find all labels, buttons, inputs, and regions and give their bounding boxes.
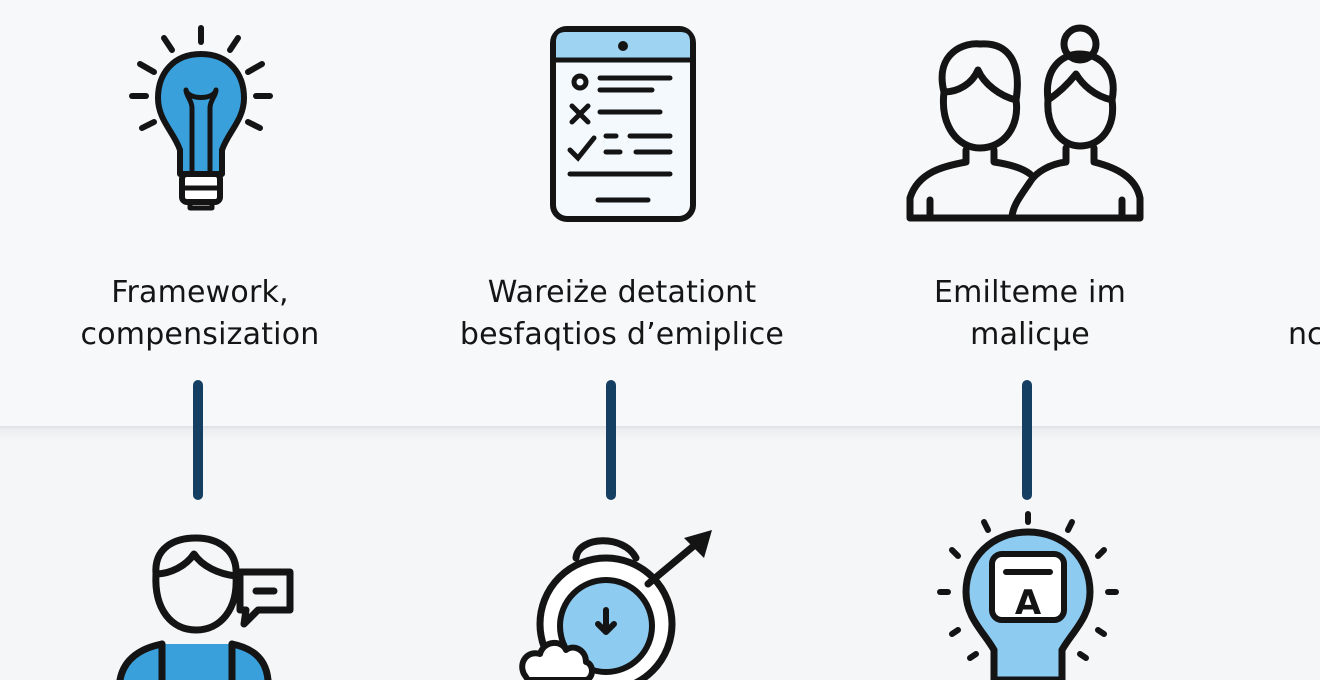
lightbulb-letter-icon: A — [934, 510, 1122, 680]
tablet-checklist-icon — [550, 26, 696, 222]
bulb-letter: A — [1015, 583, 1042, 623]
section-divider — [0, 426, 1320, 440]
node-label-3: Emilteme im malicµe — [933, 275, 1127, 352]
connector-line-2 — [606, 380, 616, 500]
node-label-2: Wareiże detationt besfaqtios d’emiplice — [459, 275, 785, 352]
clipped-node-label: nc — [1288, 317, 1320, 352]
node-label-1: Framework, compensization — [80, 275, 320, 352]
two-people-icon — [904, 22, 1148, 222]
person-speech-bubble-icon — [106, 534, 302, 680]
connector-line-1 — [193, 380, 203, 500]
connector-line-3 — [1022, 380, 1032, 500]
lightbulb-icon — [128, 24, 274, 212]
download-target-arrow-icon — [518, 528, 716, 680]
